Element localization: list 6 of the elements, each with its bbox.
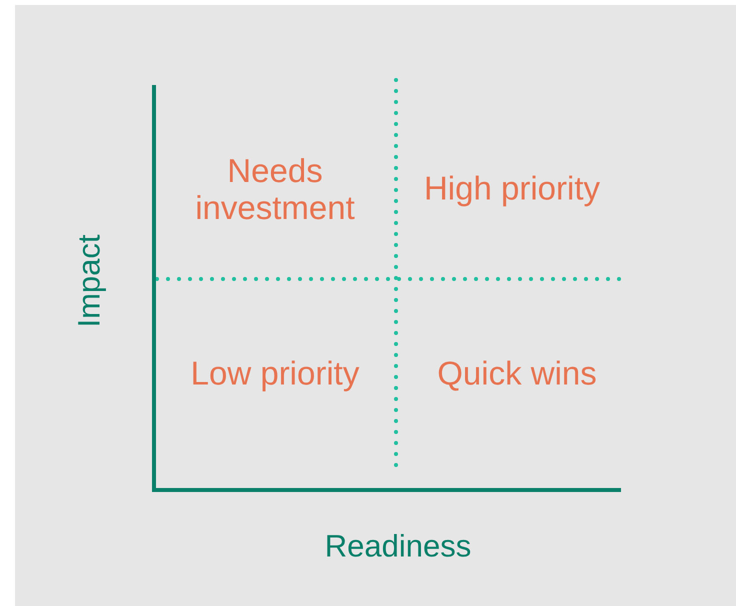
quadrant-label: Needs investment	[194, 153, 356, 227]
quadrant-label: Low priority	[190, 356, 360, 392]
quadrant-label: Quick wins	[437, 356, 597, 392]
axis-title: Readiness	[324, 530, 472, 564]
axis-title: Impact	[72, 234, 108, 328]
quadrant-label: High priority	[424, 170, 600, 208]
